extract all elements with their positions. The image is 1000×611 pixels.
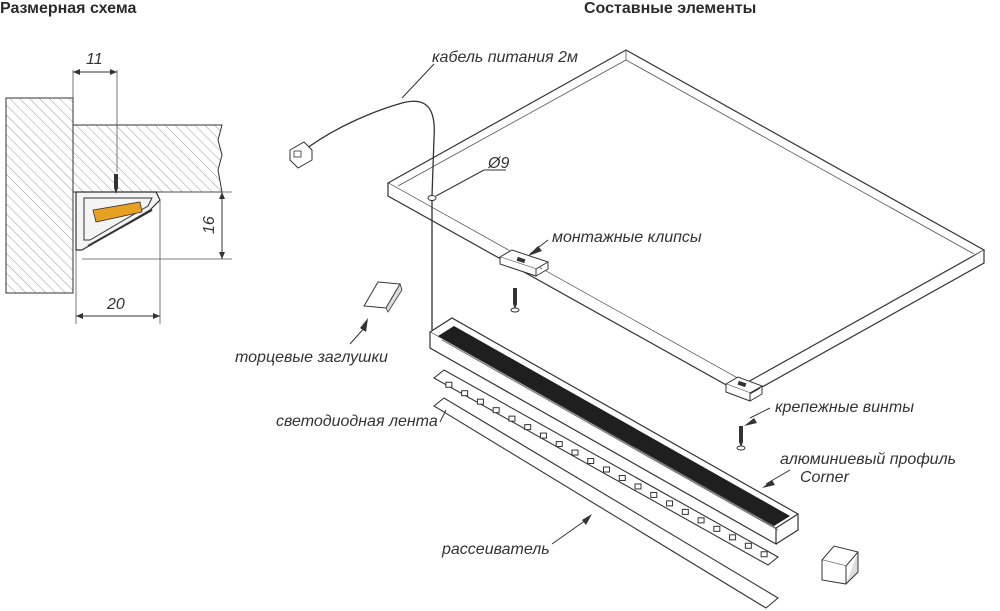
header-components: Составные элементы [584,0,756,17]
dimension-top-label: 11 [86,51,103,68]
components-diagram: кабель питания 2м Ø9 монтажные клипсы то… [235,49,986,609]
led-strip-section [92,201,143,223]
led-chip [492,407,500,414]
ceiling-section [72,124,223,193]
leader-screws [749,407,771,419]
aluminium-profile [428,317,800,546]
dimension-scheme: 11 16 20 [5,51,232,324]
led-chip [666,500,674,507]
led-chip [634,483,642,490]
led-chip [618,474,626,481]
led-chip [713,525,721,532]
led-chip [603,466,610,473]
dimension-bottom-label: 20 [106,296,125,313]
screw-bottom [736,426,746,451]
label-power-cable: кабель питания 2м [432,49,578,66]
label-profile-line1: алюминиевый профиль [780,451,956,468]
label-end-caps: торцевые заглушки [235,349,388,366]
leader-diffuser [551,519,587,545]
led-chip [681,508,689,515]
label-led-strip: светодиодная лента [276,413,438,430]
diffuser-section [87,209,153,247]
label-mounting-clips: монтажные клипсы [552,229,702,246]
leader-profile [765,469,791,485]
led-chip [555,441,563,448]
ceiling-panel [386,49,986,398]
led-chip [508,415,516,422]
led-chip [650,491,658,498]
leader-diameter [435,169,485,197]
header-dimension-scheme: Размерная схема [0,0,136,17]
label-screws: крепежные винты [775,399,914,416]
led-chip [697,517,705,524]
power-cable [289,100,437,330]
mounting-clip-top [498,249,550,277]
label-profile-line2: Corner [800,469,850,486]
label-diffuser: рассеиватель [441,541,550,558]
end-cap-right [821,545,859,585]
cable-hole [427,195,437,201]
led-chip [445,381,453,388]
led-chip [744,542,752,549]
diffuser [433,397,779,609]
screw-top [510,288,520,313]
leader-power-cable [401,63,435,99]
led-chip [476,398,484,405]
label-diameter: Ø9 [487,155,509,172]
led-strip [433,369,779,566]
screw-icon [114,174,118,194]
led-chip [539,432,547,439]
led-chip [524,424,532,431]
dimension-side-label: 16 [201,216,218,234]
led-chip [729,534,737,541]
mounting-clip-bottom [724,376,764,402]
led-chip [461,390,469,397]
led-chip [760,551,768,558]
leader-led-strip [439,409,447,423]
end-cap-left [363,281,403,313]
led-chip [571,449,579,456]
wall-section [5,97,74,294]
led-chip [587,458,595,465]
